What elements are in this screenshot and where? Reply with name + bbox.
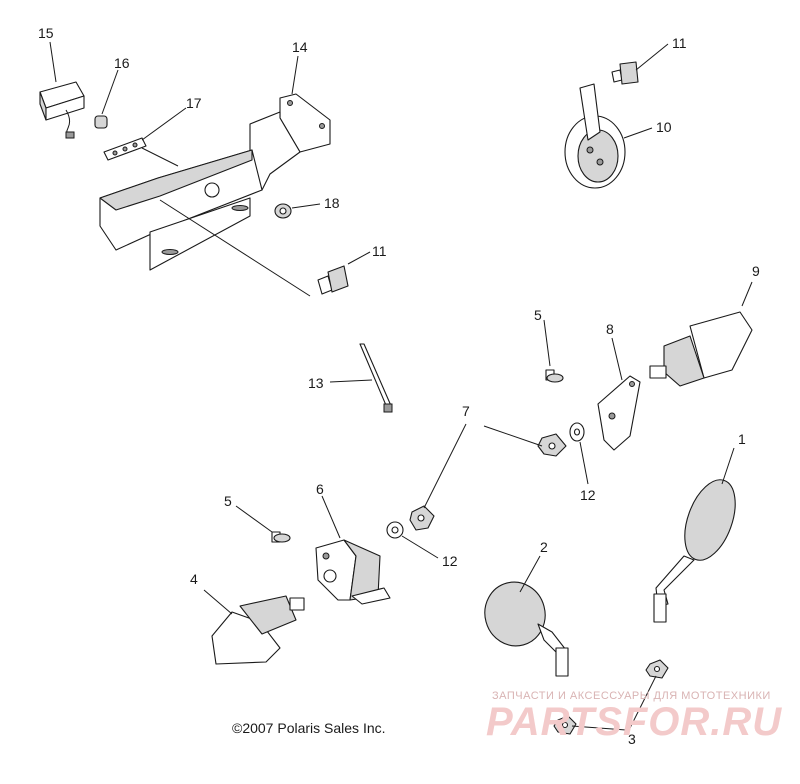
callout-1: 1 — [738, 431, 746, 447]
part-13-cable-tie — [359, 343, 393, 413]
callout-18: 18 — [324, 195, 340, 211]
callout-7-upper: 7 — [462, 403, 470, 419]
callout-9: 9 — [752, 263, 760, 279]
part-18-nut — [274, 203, 292, 219]
part-4-turn-signal — [211, 595, 305, 665]
callout-3: 3 — [628, 731, 636, 747]
part-2-mirror-left — [484, 581, 569, 677]
callout-5-lower: 5 — [224, 493, 232, 509]
part-17-plate — [103, 137, 147, 161]
callout-16: 16 — [114, 55, 130, 71]
copyright-text: ©2007 Polaris Sales Inc. — [232, 720, 386, 736]
callout-2: 2 — [540, 539, 548, 555]
part-15-license-light — [39, 81, 85, 139]
callout-11-lower: 11 — [372, 243, 387, 259]
part-10-horn — [564, 83, 626, 189]
leader-lines — [49, 41, 753, 731]
watermark-tagline: ЗАПЧАСТИ И АКСЕССУАРЫ ДЛЯ МОТОТЕХНИКИ — [492, 690, 771, 702]
part-9-turn-signal — [649, 311, 753, 387]
part-11-bolt-upper — [611, 61, 639, 85]
callout-17: 17 — [186, 95, 202, 111]
callout-13: 13 — [308, 375, 324, 391]
callout-5-upper: 5 — [534, 307, 542, 323]
callout-12-lower: 12 — [442, 553, 458, 569]
callout-12-upper: 12 — [580, 487, 596, 503]
part-7-nut-lower — [409, 505, 435, 531]
part-3-nut-upper — [645, 659, 669, 679]
part-12-washer-lower — [386, 521, 404, 539]
callout-11-upper: 11 — [672, 35, 687, 51]
part-6-bracket — [315, 539, 391, 605]
callout-8: 8 — [606, 321, 614, 337]
part-14-bracket — [99, 93, 331, 271]
part-7-nut-upper — [537, 433, 567, 457]
part-8-bracket — [597, 375, 641, 451]
callout-4: 4 — [190, 571, 198, 587]
part-12-washer-upper — [569, 422, 585, 442]
callout-15: 15 — [38, 25, 54, 41]
callout-10: 10 — [656, 119, 672, 135]
callout-14: 14 — [292, 39, 308, 55]
part-5-screw-upper — [545, 369, 564, 383]
part-1-mirror-right — [653, 479, 736, 623]
part-11-bolt-lower — [317, 265, 349, 295]
part-16-nut — [94, 115, 108, 129]
part-3-nut-lower — [553, 715, 577, 735]
callout-labels: 15 16 17 14 18 11 11 10 9 5 8 13 7 12 1 … — [38, 25, 760, 747]
callout-6: 6 — [316, 481, 324, 497]
part-5-screw-lower — [271, 531, 291, 543]
watermark-brand: PARTSFOR.RU — [486, 700, 783, 744]
